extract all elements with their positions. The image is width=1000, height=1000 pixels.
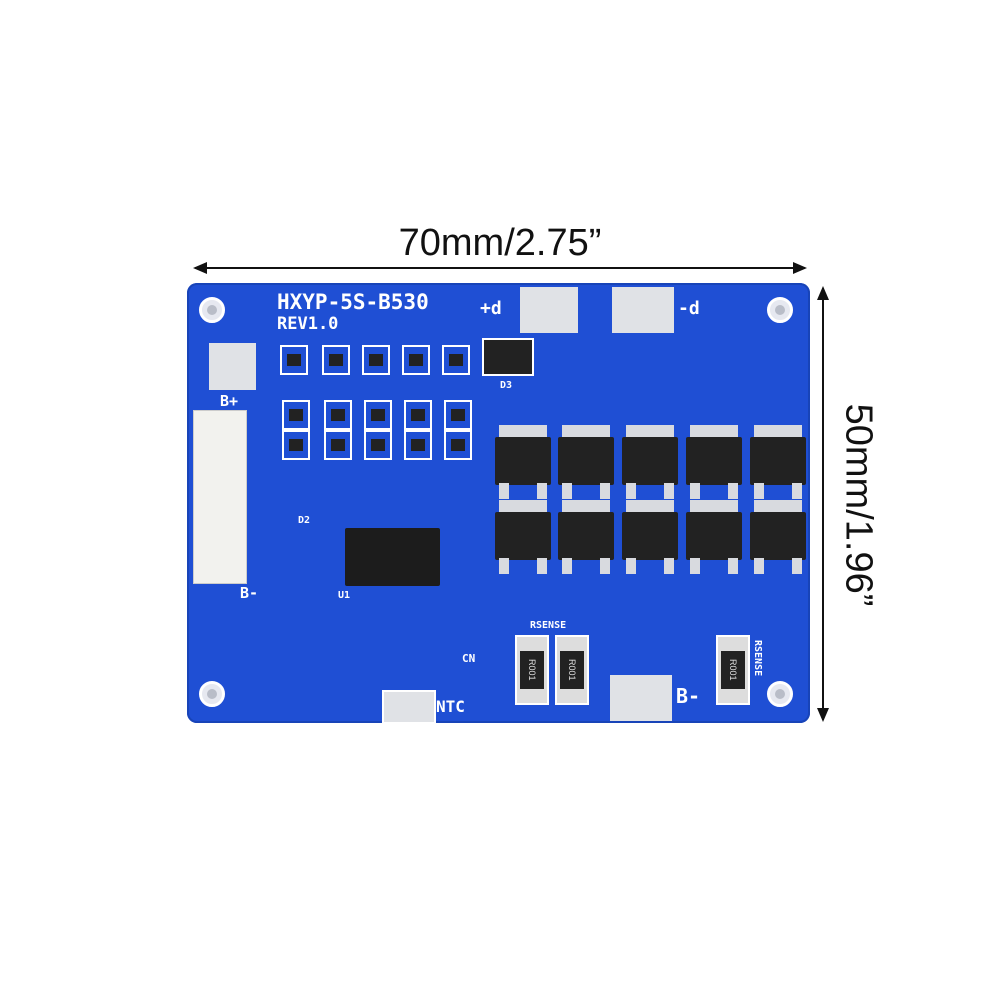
balance-resistor [322,345,350,375]
balance-connector [193,410,247,584]
transistor [324,400,352,430]
b-plus-pad [209,343,256,390]
mounting-hole [767,681,793,707]
ntc-label: NTC [436,697,465,716]
b-minus-pad [610,675,672,721]
mosfet [622,425,678,499]
mosfet [558,425,614,499]
resistor [444,430,472,460]
mosfet [750,500,806,574]
mounting-hole [767,297,793,323]
mosfet [686,425,742,499]
transistor [404,400,432,430]
resistor [324,430,352,460]
resistor [404,430,432,460]
revision-label: REV1.0 [277,314,339,334]
height-dimension-label: 50mm/1.96” [837,403,880,607]
transistor [364,400,392,430]
balance-resistor [402,345,430,375]
u1-label: U1 [338,590,351,601]
resistor [364,430,392,460]
model-label: HXYP-5S-B530 [277,290,429,314]
mosfet [686,500,742,574]
cn-label: CN [462,652,476,665]
d2-label: D2 [298,515,311,526]
minus-d-pad [612,287,674,333]
minus-d-label: -d [678,298,700,319]
sense-resistor: R001 [555,635,589,705]
plus-d-label: +d [480,298,502,319]
balance-resistor [362,345,390,375]
mounting-hole [199,297,225,323]
mounting-hole [199,681,225,707]
b-minus-label: B- [240,584,259,602]
mosfet [495,425,551,499]
balance-resistor [442,345,470,375]
sense-resistor: R001 [716,635,750,705]
rsense-label: RSENSE [752,640,763,677]
mosfet [622,500,678,574]
b-minus-pad-label: B- [676,684,701,708]
width-dimension-label: 70mm/2.75” [398,222,602,264]
ntc-connector [382,690,436,724]
b-plus-label: B+ [220,392,239,410]
sense-resistor: R001 [515,635,549,705]
mosfet [558,500,614,574]
bms-ic-u1 [345,528,440,586]
mosfet [750,425,806,499]
transistor [444,400,472,430]
plus-d-pad [520,287,578,333]
rsense-label: RSENSE [530,620,567,631]
transistor [282,400,310,430]
diode-d3 [482,338,534,376]
mosfet [495,500,551,574]
resistor [282,430,310,460]
balance-resistor [280,345,308,375]
d3-label: D3 [500,380,513,391]
